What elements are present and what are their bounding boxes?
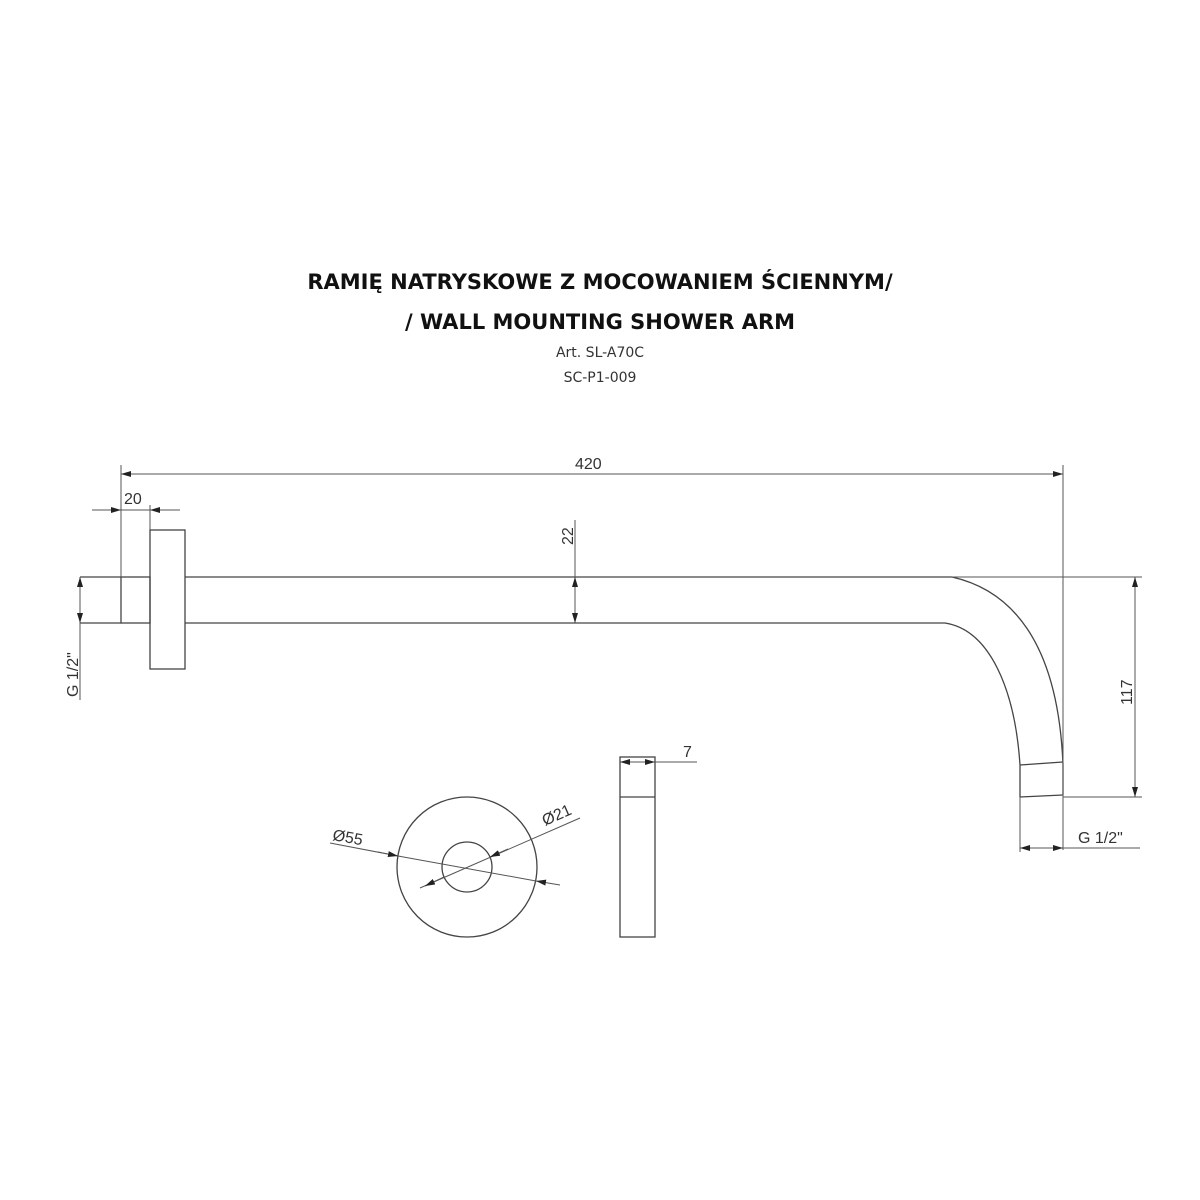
dim-420-label: 420	[575, 456, 602, 473]
dim-pipe-diameter: 22	[560, 520, 578, 623]
flange	[149, 529, 186, 670]
dim-22-label: 22	[560, 527, 577, 545]
dim-117-label: 117	[1119, 679, 1136, 705]
dim-total-length: 420	[120, 456, 1064, 850]
dim-thread-right: G 1/2"	[1019, 797, 1140, 852]
dim-20-label: 20	[124, 491, 142, 508]
rosette-thickness-label: 7	[683, 744, 692, 761]
thread-left-label: G 1/2"	[65, 652, 82, 697]
title-polish: RAMIĘ NATRYSKOWE Z MOCOWANIEM ŚCIENNYM/	[307, 270, 893, 294]
rosette-inner-label: Ø21	[540, 802, 575, 830]
outlet-thread	[1019, 761, 1064, 798]
shower-arm	[80, 529, 1064, 798]
title-english: / WALL MOUNTING SHOWER ARM	[404, 310, 796, 334]
dim-drop-height: 117	[952, 576, 1142, 798]
rosette-front-view: Ø55 Ø21	[329, 796, 581, 938]
dim-thread-left: G 1/2"	[65, 577, 83, 700]
thread-right-label: G 1/2"	[1078, 830, 1123, 847]
article-number: Art. SL-A70C	[555, 345, 645, 361]
wall-thread	[120, 576, 151, 624]
drawing-code: SC-P1-009	[563, 370, 637, 386]
dim-thread-length: 20	[92, 491, 180, 530]
rosette-side-view: 7	[619, 744, 697, 938]
rosette-outer-label: Ø55	[331, 827, 364, 849]
